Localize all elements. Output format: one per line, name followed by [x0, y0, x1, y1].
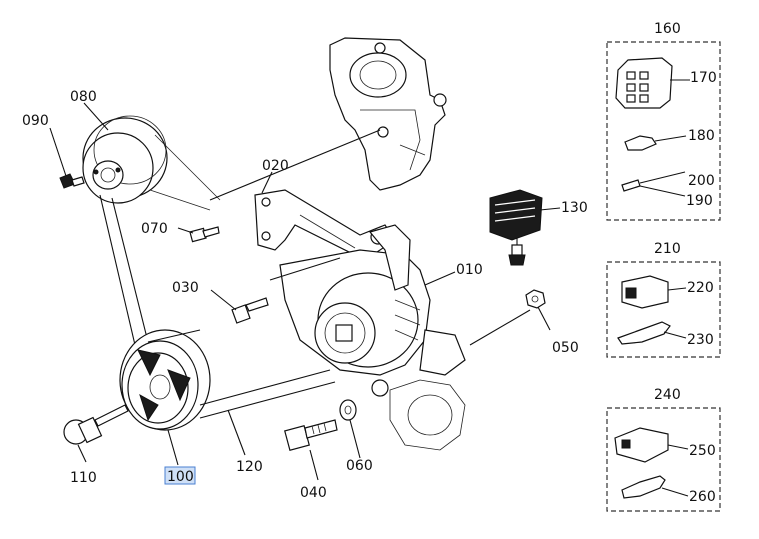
nut-050 [525, 289, 546, 309]
label-190[interactable]: 190 [686, 193, 713, 209]
label-060[interactable]: 060 [346, 458, 373, 474]
label-040[interactable]: 040 [300, 485, 327, 501]
bolt-110 [63, 404, 129, 445]
label-250[interactable]: 250 [689, 443, 716, 459]
label-160[interactable]: 160 [654, 21, 681, 37]
regulator-130 [489, 189, 543, 266]
label-230[interactable]: 230 [687, 332, 714, 348]
label-080[interactable]: 080 [70, 89, 97, 105]
label-020[interactable]: 020 [262, 158, 289, 174]
label-010[interactable]: 010 [456, 262, 483, 278]
bolt-090 [59, 173, 85, 189]
label-050[interactable]: 050 [552, 340, 579, 356]
label-120[interactable]: 120 [236, 459, 263, 475]
alternator-010 [279, 224, 466, 397]
water-pump-housing [329, 37, 447, 191]
washer-060 [339, 399, 357, 421]
label-110[interactable]: 110 [70, 470, 97, 486]
belt-120 [147, 329, 336, 419]
bolt-070 [189, 226, 220, 243]
label-130[interactable]: 130 [561, 200, 588, 216]
label-090[interactable]: 090 [22, 113, 49, 129]
bracket-020 [254, 189, 396, 261]
kit-box-240 [606, 407, 721, 512]
label-200[interactable]: 200 [688, 173, 715, 189]
bolt-040 [284, 419, 338, 451]
label-180[interactable]: 180 [688, 128, 715, 144]
label-220[interactable]: 220 [687, 280, 714, 296]
label-100[interactable]: 100 [167, 469, 194, 485]
pulley-100 [119, 329, 211, 431]
kit-box-210 [606, 261, 721, 358]
part-labels: 080 090 020 070 030 010 130 050 120 100 … [22, 21, 717, 505]
label-210[interactable]: 210 [654, 241, 681, 257]
selected-part-highlight [164, 466, 196, 485]
v-belt [99, 194, 149, 346]
bolt-030 [231, 297, 269, 324]
label-070[interactable]: 070 [141, 221, 168, 237]
label-240[interactable]: 240 [654, 387, 681, 403]
kit-box-160 [606, 41, 721, 221]
leader-lines [49, 102, 561, 481]
pulley-080 [82, 115, 221, 211]
label-260[interactable]: 260 [689, 489, 716, 505]
engine-block-outline [389, 379, 466, 451]
label-170[interactable]: 170 [690, 70, 717, 86]
label-030[interactable]: 030 [172, 280, 199, 296]
